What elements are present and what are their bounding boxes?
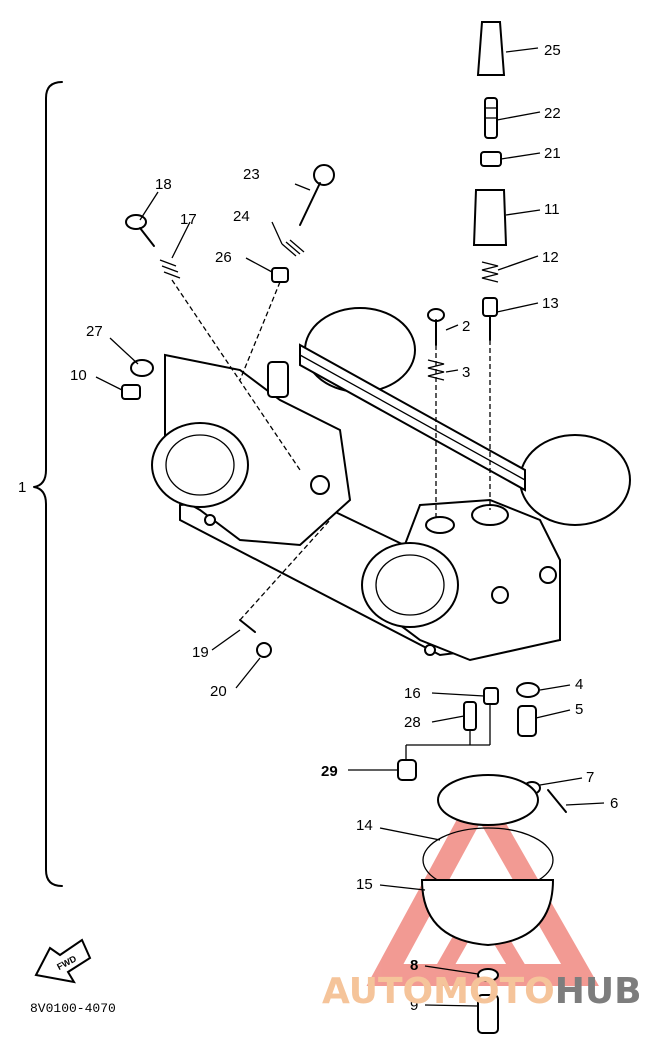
callout-19: 19: [192, 644, 209, 661]
part-29-jet: [397, 759, 417, 781]
callout-3: 3: [462, 364, 470, 381]
callout-28: 28: [404, 714, 421, 731]
callout-5: 5: [575, 701, 583, 718]
callout-9: 9: [410, 997, 418, 1014]
callout-8: 8: [410, 957, 418, 974]
part-19-pin: [239, 619, 256, 633]
part-12-spring: [481, 261, 499, 283]
watermark-part1: AUTOMOTO: [322, 971, 555, 1012]
callout-26: 26: [215, 249, 232, 266]
part-20-washer: [256, 642, 272, 658]
callout-23: 23: [243, 166, 260, 183]
callout-2: 2: [462, 318, 470, 335]
part-4-washer: [516, 682, 540, 698]
callout-4: 4: [575, 676, 583, 693]
watermark-part2: HUB: [555, 971, 642, 1012]
callout-24: 24: [233, 208, 250, 225]
part-8-washer: [477, 968, 499, 982]
callout-12: 12: [542, 249, 559, 266]
part-16-jet: [483, 687, 499, 705]
callout-labels: 25 22 21 11 12 13 2 3 23 24 26 18 17 27 …: [18, 42, 618, 1014]
callout-15: 15: [356, 876, 373, 893]
callout-1: 1: [18, 479, 26, 496]
assembly-bracket: [33, 81, 63, 887]
callout-14: 14: [356, 817, 373, 834]
part-11-chamber-top: [472, 189, 508, 246]
callout-29: 29: [321, 763, 338, 780]
callout-13: 13: [542, 295, 559, 312]
part-25-cap: [476, 21, 506, 76]
part-5-screw: [517, 705, 537, 737]
part-14-15-float-bowl: [420, 774, 555, 947]
callout-18: 18: [155, 176, 172, 193]
callout-10: 10: [70, 367, 87, 384]
callout-16: 16: [404, 685, 421, 702]
part-code-label: 8V0100-4070: [30, 1001, 116, 1016]
callout-7: 7: [586, 769, 594, 786]
part-17-spring: [159, 259, 181, 279]
callout-11: 11: [544, 201, 560, 218]
part-24-spring: [281, 239, 305, 257]
part-9-plug: [477, 994, 499, 1034]
part-21-nut: [480, 151, 502, 167]
part-28-jet: [463, 701, 477, 731]
callout-21: 21: [544, 145, 561, 162]
part-6-pin: [547, 789, 567, 813]
carburetor-body: [151, 307, 631, 662]
callout-22: 22: [544, 105, 561, 122]
part-10-nut: [121, 384, 141, 400]
callout-6: 6: [610, 795, 618, 812]
leader-lines: [95, 47, 605, 1007]
part-23-adjust-screw: [299, 164, 335, 226]
watermark-text: AUTOMOTOHUB: [322, 971, 642, 1012]
forward-arrow: FWD: [34, 938, 92, 984]
part-13-needle: [482, 297, 498, 341]
callout-17: 17: [180, 211, 197, 228]
part-27-washer: [130, 359, 154, 377]
callout-25: 25: [544, 42, 561, 59]
callout-27: 27: [86, 323, 103, 340]
callout-20: 20: [210, 683, 227, 700]
part-2-screw: [427, 308, 445, 346]
part-22-fitting: [484, 97, 498, 139]
part-26-nut: [271, 267, 289, 283]
